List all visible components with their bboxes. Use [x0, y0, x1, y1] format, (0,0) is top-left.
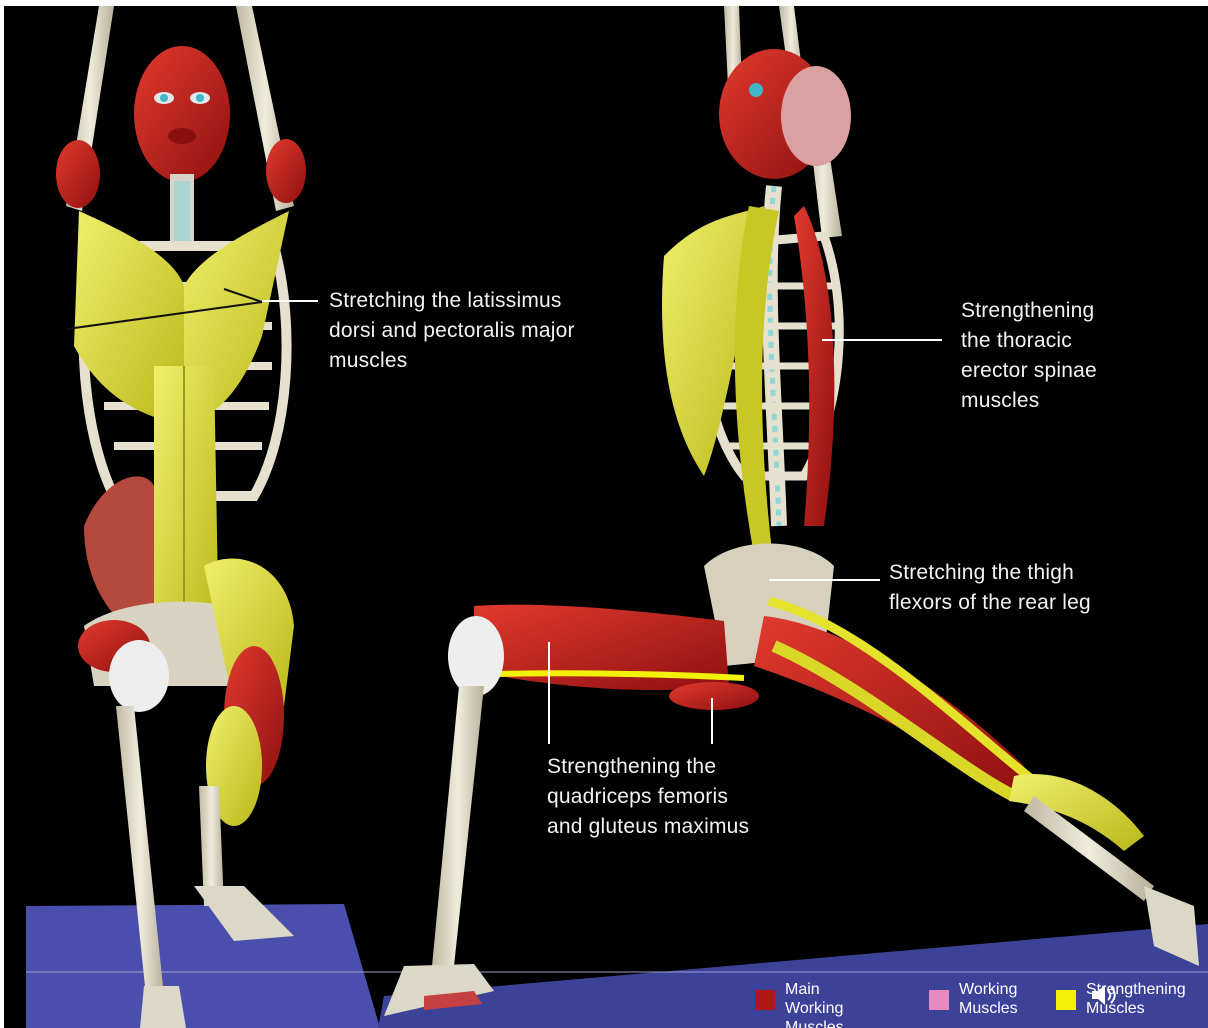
legend-label-working: Working Muscles — [959, 980, 1018, 1018]
legend-label-main-working: Main Working Muscles — [785, 980, 844, 1028]
anatomy-illustration: Stretching the latissimus dorsi and pect… — [4, 6, 1208, 1028]
legend-swatch-main-working — [755, 990, 775, 1010]
legend: Main Working Muscles Working Muscles Str… — [749, 978, 1199, 1026]
legend-swatch-strengthening — [1056, 990, 1076, 1010]
annotation-erector-spinae: Strengthening the thoracic erector spina… — [961, 296, 1097, 416]
annotation-lats-pecs: Stretching the latissimus dorsi and pect… — [329, 286, 575, 376]
speaker-icon[interactable] — [1089, 982, 1119, 1008]
legend-swatch-working — [929, 990, 949, 1010]
annotation-quadriceps: Strengthening the quadriceps femoris and… — [547, 752, 749, 842]
leader-lines — [4, 6, 1208, 1028]
annotation-thigh-flexors: Stretching the thigh flexors of the rear… — [889, 558, 1091, 618]
